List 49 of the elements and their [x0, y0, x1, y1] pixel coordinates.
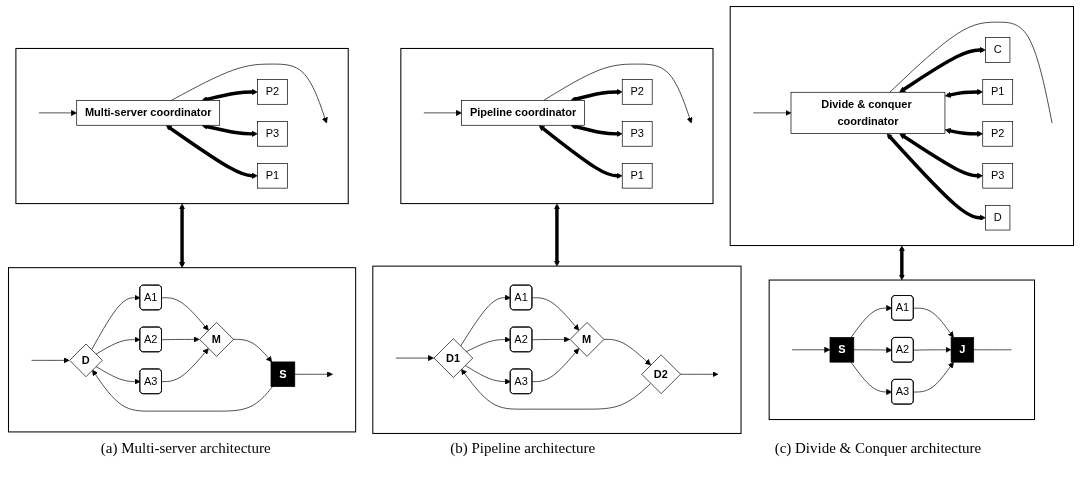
activity-box: A1 [891, 295, 914, 321]
arrow [165, 125, 258, 179]
process-box: D [985, 204, 1011, 231]
process-box: C [985, 37, 1011, 63]
process-box: P1 [257, 163, 288, 189]
caption-text: (b) Pipeline architecture [450, 440, 596, 457]
arrow [570, 88, 623, 102]
activity-box: A3 [139, 368, 162, 395]
process-box: P2 [257, 79, 288, 105]
arrow [538, 125, 623, 179]
activity-box: A3 [509, 368, 533, 395]
process-box: P2 [621, 79, 653, 105]
arrow [944, 88, 983, 98]
process-box: P1 [621, 163, 653, 189]
process-box: P2 [982, 121, 1014, 147]
panel-frame [372, 265, 742, 434]
arrow [570, 123, 623, 137]
activity-box: A2 [891, 337, 914, 363]
sync-bar: J [950, 337, 975, 363]
arrow [898, 245, 905, 281]
coordinator-box: Pipeline coordinator [461, 100, 585, 126]
decision-diamond: D [69, 343, 103, 378]
activity-box: A1 [509, 284, 533, 311]
activity-box: A2 [139, 326, 162, 353]
arrow [899, 133, 983, 179]
panel-frame [768, 279, 1036, 421]
decision-diamond: D1 [433, 338, 474, 378]
arrow [179, 203, 186, 268]
sync-bar: S [270, 361, 296, 387]
caption-text: (c) Divide & Conquer architecture [774, 440, 982, 457]
activity-box: A3 [891, 379, 914, 405]
panel-frame [8, 267, 357, 433]
decision-diamond: M [569, 322, 605, 357]
process-box: P3 [621, 121, 653, 147]
process-box: P3 [257, 121, 288, 147]
coordinator-box: Divide & conquer coordinator [790, 91, 946, 134]
caption-text: (a) Multi-server architecture [100, 440, 271, 457]
process-box: P3 [982, 163, 1014, 189]
decision-diamond: D2 [641, 354, 681, 395]
sync-bar: S [829, 337, 855, 363]
activity-box: A1 [139, 284, 162, 311]
coordinator-box: Multi-server coordinator [76, 100, 220, 126]
arrow [553, 203, 560, 267]
arrow [899, 47, 986, 93]
decision-diamond: M [199, 322, 234, 357]
arrow [886, 133, 986, 221]
process-box: P1 [982, 79, 1014, 105]
activity-box: A2 [509, 326, 533, 353]
arrow [944, 128, 983, 137]
